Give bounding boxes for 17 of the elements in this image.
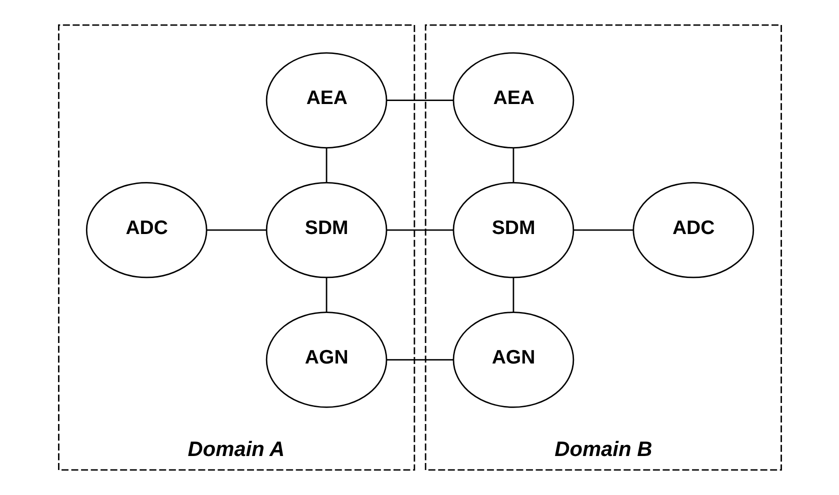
node-ellipse: AEA [452, 52, 574, 148]
connector [206, 229, 266, 231]
connector [512, 278, 514, 312]
connector [325, 148, 327, 182]
node-ellipse: AGN [452, 312, 574, 408]
connector [573, 229, 633, 231]
node-ellipse: ADC [632, 182, 754, 278]
connector [325, 278, 327, 312]
node-ellipse: ADC [85, 182, 207, 278]
connector [386, 100, 453, 102]
node-ellipse: SDM [452, 182, 574, 278]
node-ellipse: AEA [265, 52, 387, 148]
node-ellipse: SDM [265, 182, 387, 278]
connector [512, 148, 514, 182]
connector [386, 359, 453, 360]
connector [386, 229, 453, 231]
node-ellipse: AGN [265, 312, 387, 408]
